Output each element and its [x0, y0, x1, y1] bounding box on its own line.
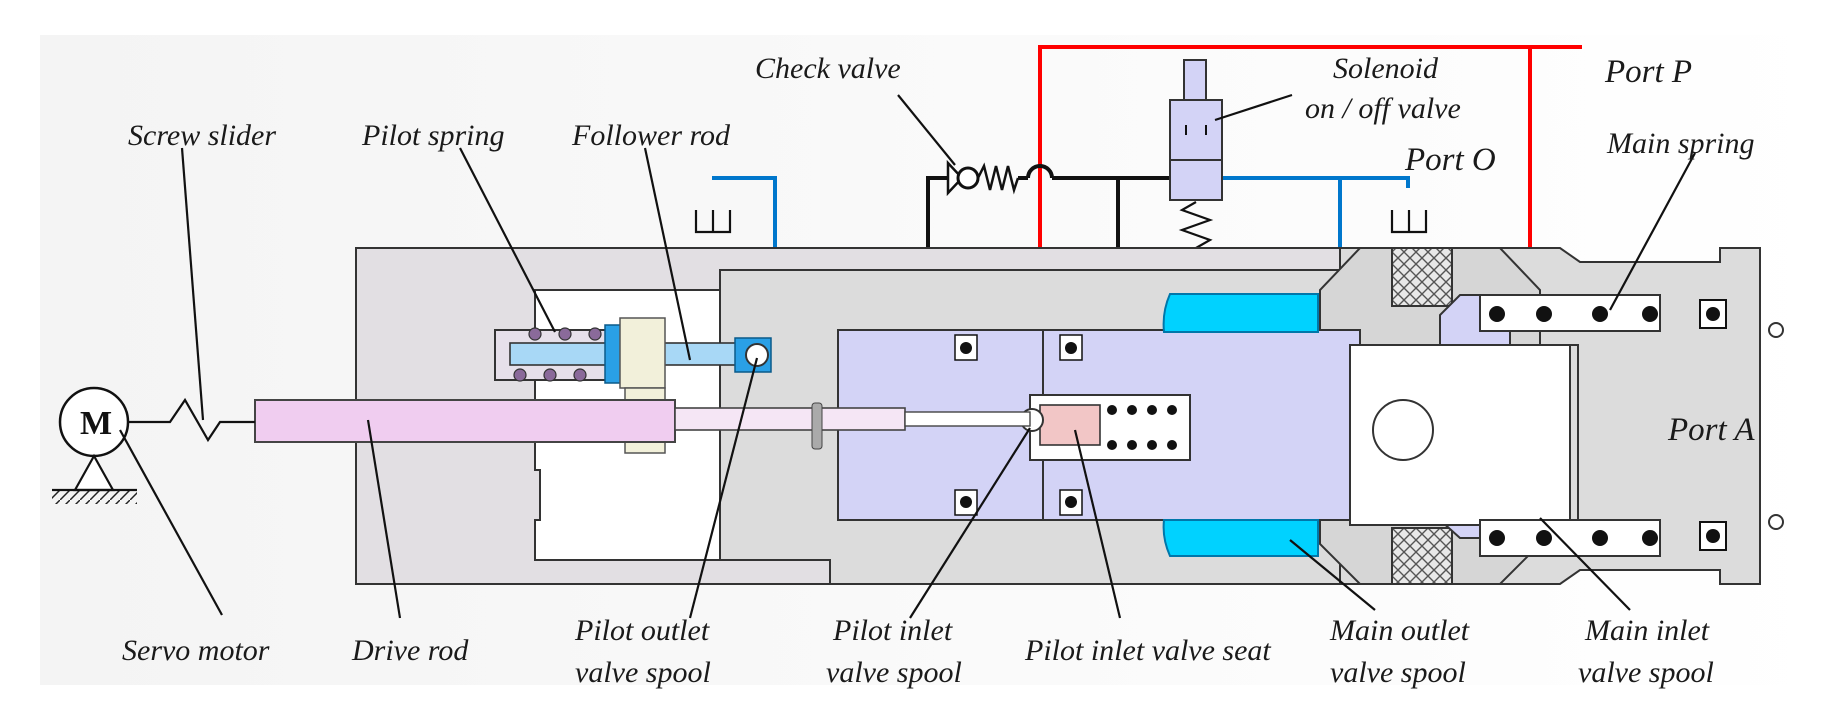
label-solenoid-on-off: on / off valve	[1305, 92, 1461, 125]
pressure-line-port-p	[1038, 45, 1582, 270]
label-main-outlet-2: valve spool	[1330, 656, 1466, 689]
pilot-line	[926, 164, 1170, 256]
port-a-hole	[1372, 399, 1434, 461]
return-line-left	[694, 176, 777, 256]
label-check-valve: Check valve	[755, 52, 901, 85]
label-drive-rod: Drive rod	[351, 634, 469, 667]
leader-lines	[119, 93, 1696, 619]
label-port-o: Port O	[1404, 142, 1496, 178]
label-main-inlet-2: valve spool	[1578, 656, 1714, 689]
label-pilot-outlet-1: Pilot outlet	[574, 614, 710, 647]
label-servo-motor: Servo motor	[122, 634, 270, 667]
motor-symbol-text: M	[80, 405, 112, 442]
labels: Check valve Solenoid on / off valve Port…	[122, 52, 1755, 689]
label-pilot-outlet-2: valve spool	[575, 656, 711, 689]
label-screw-slider: Screw slider	[128, 119, 276, 152]
check-valve-symbol	[946, 159, 1020, 197]
tank-symbol-left	[694, 210, 732, 234]
label-main-spring: Main spring	[1606, 127, 1755, 160]
label-follower-rod: Follower rod	[571, 119, 731, 152]
solenoid-valve-symbol	[1169, 59, 1223, 249]
main-outlet-spool-parts	[1162, 293, 1319, 557]
label-pilot-inlet-2: valve spool	[826, 656, 962, 689]
label-pilot-inlet-1: Pilot inlet	[832, 614, 953, 647]
label-port-p: Port P	[1604, 54, 1692, 90]
label-main-inlet-1: Main inlet	[1584, 614, 1710, 647]
label-main-outlet-1: Main outlet	[1329, 614, 1470, 647]
label-pilot-spring: Pilot spring	[361, 119, 505, 152]
screw-slider-symbol	[128, 397, 255, 443]
label-pilot-inlet-seat: Pilot inlet valve seat	[1024, 634, 1271, 667]
label-port-a: Port A	[1667, 412, 1755, 448]
drive-rod	[254, 399, 1031, 450]
label-solenoid: Solenoid	[1333, 52, 1439, 85]
tank-symbol-right	[1390, 210, 1428, 234]
servo-motor-assembly: M	[52, 386, 255, 504]
pilot-outlet-ball	[745, 343, 769, 367]
